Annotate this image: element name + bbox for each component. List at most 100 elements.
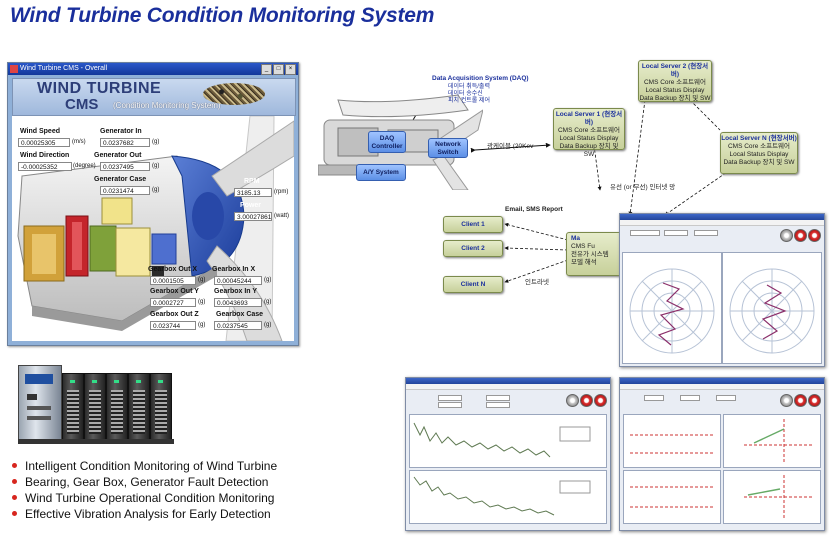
- generator-case-value: 0.0231474: [100, 186, 150, 195]
- gearbox-out-x-label: Gearbox Out X: [148, 266, 198, 273]
- gearbox-in-x-unit: (g): [264, 277, 272, 283]
- minimize-icon[interactable]: _: [261, 64, 272, 75]
- banner-logo-icon: [203, 83, 265, 105]
- plot-panel: [723, 414, 821, 468]
- gearbox-out-x-unit: (g): [198, 277, 206, 283]
- generator-in-unit: (g): [152, 139, 160, 145]
- polar-plot-panel: [722, 252, 822, 364]
- client-2-box[interactable]: Client 2: [443, 240, 503, 257]
- controller-module: [18, 365, 62, 443]
- io-module: [150, 373, 172, 441]
- report-label: Email, SMS Report: [505, 206, 563, 213]
- record-icon[interactable]: [808, 394, 821, 407]
- generator-case-label: Generator Case: [94, 176, 147, 183]
- gearbox-out-y-label: Gearbox Out Y: [150, 288, 199, 295]
- banner-subtitle: (Condition Monitoring System): [113, 101, 221, 110]
- list-item: Bearing, Gear Box, Generator Fault Detec…: [10, 474, 340, 490]
- local-server-2-box[interactable]: Local Server 2 (현장서버) CMS Core 소프트웨어 Loc…: [638, 60, 712, 102]
- local-server-n-box[interactable]: Local Server N (현장서버) CMS Core 소프트웨어 Loc…: [720, 132, 798, 174]
- gearbox-in-y-unit: (g): [264, 299, 272, 305]
- gearbox-out-x-value: 0.0001505: [150, 276, 196, 285]
- wind-direction-label: Wind Direction: [20, 152, 70, 159]
- trend-plot-panel: [409, 470, 607, 524]
- polar-plot-panel: [622, 252, 722, 364]
- wind-direction-unit: (degree): [73, 163, 96, 169]
- rpm-label: RPM: [244, 178, 260, 185]
- cms-banner: WIND TURBINE CMS (Condition Monitoring S…: [12, 78, 296, 116]
- cms-window: Wind Turbine CMS - Overall _ □ × WIND TU…: [7, 62, 299, 346]
- local-server-1-box[interactable]: Local Server 1 (현장서버) CMS Core 소프트웨어 Loc…: [553, 108, 625, 158]
- rpm-value: 3185.13: [234, 188, 272, 197]
- daq-hardware-image: [14, 363, 182, 446]
- feature-list: Intelligent Condition Monitoring of Wind…: [10, 458, 340, 522]
- list-item: Intelligent Condition Monitoring of Wind…: [10, 458, 340, 474]
- wind-speed-label: Wind Speed: [20, 128, 60, 135]
- banner-cms: CMS: [65, 96, 99, 113]
- gearbox-case-unit: (g): [264, 322, 272, 328]
- generator-out-unit: (g): [152, 163, 160, 169]
- settings-icon[interactable]: [780, 229, 793, 242]
- io-module: [62, 373, 84, 441]
- polar-analysis-screenshot: [619, 213, 825, 367]
- bullet-icon: [12, 511, 17, 516]
- app-icon: [10, 65, 18, 73]
- link-label: 광케이블 (20Kev: [487, 143, 534, 150]
- plot-panel: [623, 470, 721, 524]
- power-value: 3.00027861: [234, 212, 272, 221]
- client-n-box[interactable]: Client N: [443, 276, 503, 293]
- stop-icon[interactable]: [794, 394, 807, 407]
- page-title: Wind Turbine Condition Monitoring System: [10, 4, 435, 27]
- daq-system-lines: 데이터 취득/출력 데이터 송수신 피치 컨트롤 제어: [448, 84, 490, 104]
- gearbox-out-y-unit: (g): [198, 299, 206, 305]
- settings-icon[interactable]: [780, 394, 793, 407]
- gearbox-in-x-value: 0.00045244: [214, 276, 262, 285]
- bullet-icon: [12, 495, 17, 500]
- io-module: [106, 373, 128, 441]
- stop-icon[interactable]: [794, 229, 807, 242]
- generator-out-label: Generator Out: [94, 152, 142, 159]
- stop-icon[interactable]: [580, 394, 593, 407]
- gearbox-out-z-unit: (g): [198, 322, 206, 328]
- gearbox-in-y-label: Gearbox In Y: [214, 288, 258, 295]
- gearbox-case-label: Gearbox Case: [216, 311, 264, 318]
- ay-system-button[interactable]: A/Y System: [356, 164, 406, 181]
- maximize-icon[interactable]: □: [273, 64, 284, 75]
- banner-title: WIND TURBINE: [37, 80, 162, 97]
- wind-speed-unit: (m/s): [72, 139, 86, 145]
- window-title: Wind Turbine CMS - Overall: [20, 65, 108, 72]
- wind-speed-value: 0.00025305: [18, 138, 70, 147]
- io-module: [84, 373, 106, 441]
- bullet-icon: [12, 479, 17, 484]
- daq-system-title: Data Acquisition System (DAQ): [432, 75, 529, 82]
- record-icon[interactable]: [808, 229, 821, 242]
- gearbox-out-z-label: Gearbox Out Z: [150, 311, 199, 318]
- power-unit: (watt): [274, 213, 289, 219]
- client-1-box[interactable]: Client 1: [443, 216, 503, 233]
- internet-label: 인트라넷: [525, 279, 549, 286]
- gearbox-out-y-value: 0.0002727: [150, 298, 196, 307]
- gearbox-in-y-value: 0.0043693: [214, 298, 262, 307]
- network-label: 유선 (or 무선) 인터넷 망: [610, 184, 676, 191]
- close-icon[interactable]: ×: [285, 64, 296, 75]
- rpm-unit: (rpm): [274, 189, 289, 195]
- plot-panel: [723, 470, 821, 524]
- multi-plot-screenshot: [619, 377, 825, 531]
- generator-in-label: Generator In: [100, 128, 142, 135]
- main-server-box[interactable]: Ma CMS Fu 전유가 시스템 모델 해석: [566, 232, 626, 276]
- bullet-icon: [12, 463, 17, 468]
- record-icon[interactable]: [594, 394, 607, 407]
- gearbox-in-x-label: Gearbox In X: [212, 266, 256, 273]
- gearbox-out-z-value: 0.023744: [150, 321, 196, 330]
- spectrum-trend-screenshot: [405, 377, 611, 531]
- io-module: [128, 373, 150, 441]
- list-item: Wind Turbine Operational Condition Monit…: [10, 490, 340, 506]
- daq-controller-button[interactable]: DAQ Controller: [368, 131, 406, 153]
- trend-plot-panel: [409, 414, 607, 468]
- list-item: Effective Vibration Analysis for Early D…: [10, 506, 340, 522]
- window-titlebar[interactable]: Wind Turbine CMS - Overall _ □ ×: [8, 63, 298, 75]
- turbine-illustration: Wind Speed 0.00025305 (m/s) Wind Directi…: [12, 116, 294, 341]
- wind-direction-value: -0.00025352: [18, 162, 72, 171]
- network-switch-button[interactable]: Network Switch: [428, 138, 468, 158]
- generator-in-value: 0.0237682: [100, 138, 150, 147]
- settings-icon[interactable]: [566, 394, 579, 407]
